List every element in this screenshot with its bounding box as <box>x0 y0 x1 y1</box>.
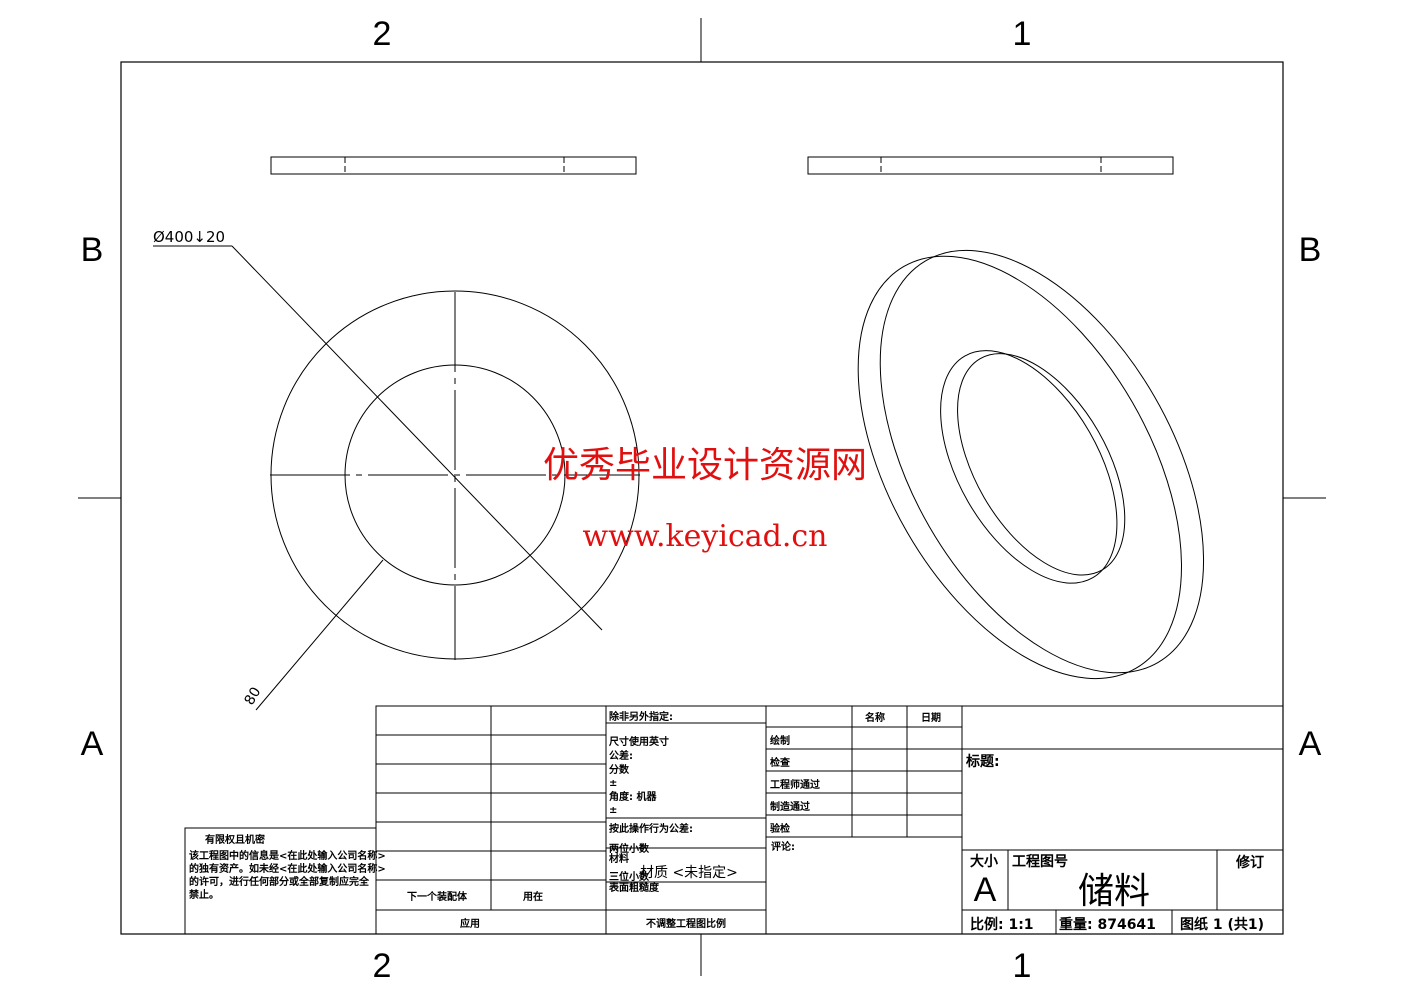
tolerance-header: 除非另外指定: <box>609 710 673 723</box>
notice-line: 禁止。 <box>188 888 219 901</box>
name-header: 名称 <box>865 711 885 724</box>
next-assembly-label: 下一个装配体 <box>407 890 468 903</box>
zone-label: B <box>81 231 104 269</box>
notice-line: 的独有资产。如未经<在此处输入公司名称> <box>189 862 386 875</box>
sheet-label: 图纸 1 (共1) <box>1180 916 1264 933</box>
zone-label: 2 <box>373 947 392 985</box>
approval-row-label: 制造通过 <box>770 800 810 813</box>
tolerance-line: 公差: <box>609 749 633 762</box>
notice-line: 的许可，进行任何部分或全部复制应完全 <box>189 875 370 888</box>
zone-label: B <box>1299 231 1322 269</box>
zone-label: 2 <box>373 15 392 53</box>
size-value: A <box>974 871 997 909</box>
material-label: 材料 <box>609 852 629 865</box>
used-on-label: 用在 <box>522 890 543 903</box>
top-view-right <box>807 156 1174 175</box>
finish-label: 按此操作行为公差: <box>609 822 693 835</box>
zone-label: A <box>1299 725 1322 763</box>
material-value: 材质 <未指定> <box>640 865 738 881</box>
drawing-number: 储料 <box>1078 871 1150 912</box>
width-label: 80 <box>242 685 265 708</box>
zone-label: A <box>81 725 104 763</box>
approval-row-label: 工程师通过 <box>770 778 820 791</box>
zone-label: 1 <box>1013 947 1032 985</box>
two-decimal-label: 两位小数 <box>609 842 650 855</box>
diameter-dimension: Ø400↓20 <box>153 228 603 631</box>
tolerance-line: 分数 <box>609 763 630 776</box>
width-dimension: 80 <box>242 559 384 711</box>
size-label: 大小 <box>970 853 998 870</box>
approval-row-label: 检查 <box>770 756 791 769</box>
tolerance-line: 尺寸使用英寸 <box>609 735 669 748</box>
watermark-title: 优秀毕业设计资源网 <box>543 445 867 486</box>
date-header: 日期 <box>921 711 941 724</box>
weight-label: 重量: 874641 <box>1059 916 1156 933</box>
approval-row-label: 验检 <box>770 822 790 835</box>
three-decimal-label: 三位小数 <box>609 870 650 883</box>
scale-label: 比例: 1:1 <box>970 916 1034 933</box>
zone-label: 1 <box>1013 15 1032 53</box>
top-view-left <box>270 156 637 175</box>
notice-title: 有限权且机密 <box>205 833 265 846</box>
front-view-ring <box>270 290 640 660</box>
surface-finish-label: 表面粗糙度 <box>608 881 660 894</box>
revision-label: 修订 <box>1235 854 1264 871</box>
drawing-border <box>120 61 1284 935</box>
title-block: 下一个装配体 用在 应用 除非另外指定: 尺寸使用英寸 公差: 分数 ± 角度:… <box>375 705 1284 935</box>
diameter-label: Ø400↓20 <box>153 228 225 246</box>
watermark-url: www.keyicad.cn <box>582 519 827 554</box>
tolerance-line: 角度: 机器 <box>609 790 657 803</box>
tolerance-line: ± <box>609 778 617 789</box>
tolerance-line: ± <box>609 805 617 816</box>
comments-label: 评论: <box>771 840 795 853</box>
notice-line: 该工程图中的信息是<在此处输入公司名称> <box>189 849 386 862</box>
isometric-ring <box>857 249 1205 680</box>
application-label: 应用 <box>460 917 480 930</box>
confidential-notice: 有限权且机密 该工程图中的信息是<在此处输入公司名称> 的独有资产。如未经<在此… <box>184 827 386 935</box>
approval-row-label: 绘制 <box>770 734 790 747</box>
no-scale-label: 不调整工程图比例 <box>646 917 726 930</box>
zone-markers: 2 1 2 1 B B A A <box>78 15 1326 985</box>
title-label: 标题: <box>965 753 1000 770</box>
drawing-number-label: 工程图号 <box>1012 854 1068 870</box>
